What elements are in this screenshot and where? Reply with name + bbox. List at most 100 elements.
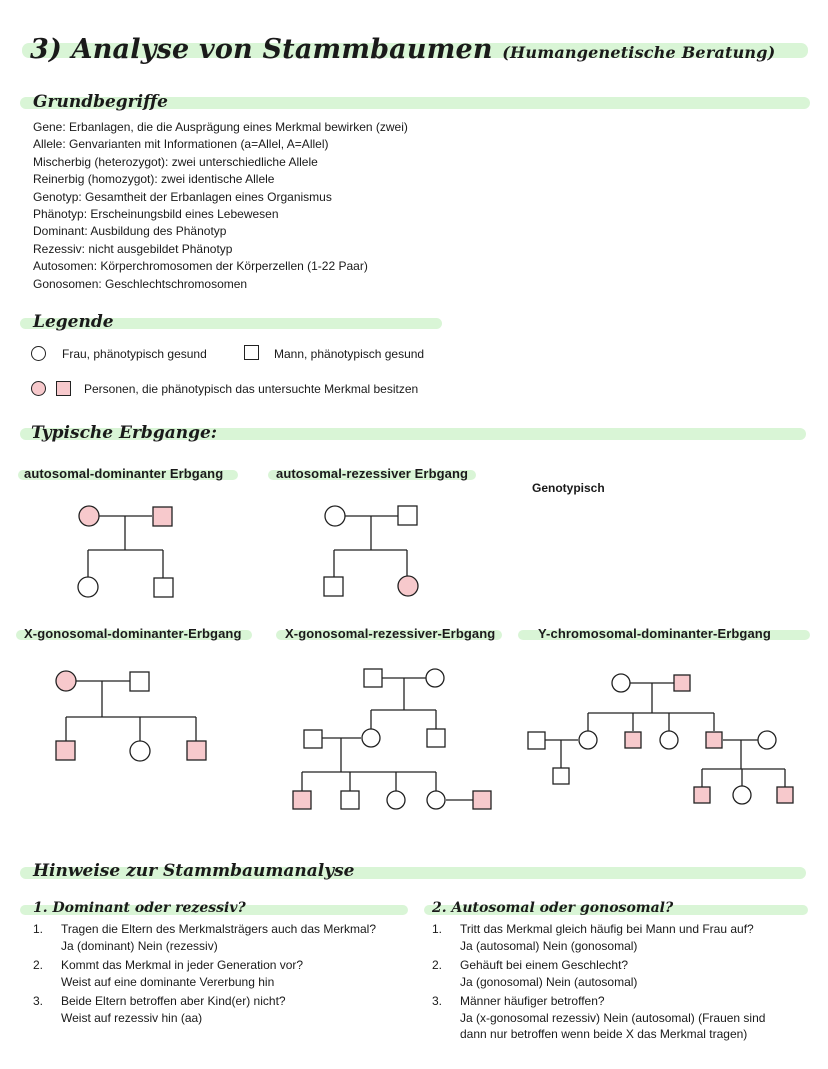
hint-item: 1. Tragen die Eltern des Merkmalsträgers… [33, 921, 413, 954]
pedigree-title-autosomal-dominant: autosomal-dominanter Erbgang [24, 466, 224, 481]
pedigree-female [757, 730, 777, 750]
hint-item: 3. Beide Eltern betroffen aber Kind(er) … [33, 993, 413, 1026]
male-healthy-label: Mann, phänotypisch gesund [274, 347, 425, 361]
hint-answer: Ja (autosomal) Nein (gonosomal) [460, 938, 638, 953]
male-healthy-symbol [244, 345, 259, 360]
hint-right-heading: 2. Autosomal oder gonosomal? [432, 900, 674, 916]
male-affected-symbol [56, 381, 71, 396]
pedigree-female [361, 728, 381, 748]
definitions-list: Gene: Erbanlagen, die die Ausprägung ein… [33, 119, 408, 293]
female-healthy-label: Frau, phänotypisch gesund [62, 347, 207, 361]
pedigree-female [659, 730, 679, 750]
genotypisch-note: Genotypisch [532, 481, 605, 495]
pedigree-male [527, 731, 546, 750]
page-title-sub: (Humangenetische Beratung) [502, 43, 776, 62]
pedigree-title-highlight [18, 470, 238, 480]
pedigree-female-affected [78, 505, 100, 527]
pedigree-title-highlight [276, 630, 502, 640]
title-highlight [22, 43, 808, 58]
pedigree-female [578, 730, 598, 750]
pedigree-male [426, 728, 446, 748]
pedigree-autosomal-recessive [323, 505, 419, 597]
hinweise-heading: Hinweise zur Stammbaumanalyse [33, 861, 355, 881]
pedigree-x-dominant [55, 670, 207, 762]
definition-item: Autosomen: Körperchromosomen der Körperz… [33, 259, 368, 274]
hint-answer: Weist auf eine dominante Vererbung hin [61, 974, 275, 989]
pedigree-male [153, 577, 174, 598]
pedigree-title-y-dominant: Y-chromosomal-dominanter-Erbgang [538, 626, 771, 641]
hint-right-highlight [424, 905, 808, 915]
hint-question: Kommt das Merkmal in jeder Generation vo… [61, 958, 304, 972]
pedigree-female [386, 790, 406, 810]
hint-item: 1. Tritt das Merkmal gleich häufig bei M… [432, 921, 812, 954]
pedigree-male-affected [705, 731, 723, 749]
hint-number: 1. [33, 922, 44, 936]
hint-answer: Ja (x-gonosomal rezessiv) Nein (autosoma… [460, 1010, 766, 1025]
pedigree-title-highlight [16, 630, 252, 640]
hint-answer: Ja (gonosomal) Nein (autosomal) [460, 974, 638, 989]
hint-right-list: 1. Tritt das Merkmal gleich häufig bei M… [432, 921, 812, 1046]
hint-number: 2. [33, 958, 44, 972]
definition-item: Mischerbig (heterozygot): zwei unterschi… [33, 154, 318, 169]
hint-item: 3. Männer häufiger betroffen? Ja (x-gono… [432, 993, 812, 1043]
hint-number: 3. [432, 994, 443, 1008]
pedigree-y-dominant [527, 673, 794, 805]
pedigree-title-highlight [518, 630, 810, 640]
hint-question: Gehäuft bei einem Geschlecht? [460, 958, 629, 972]
pedigree-female [77, 576, 99, 598]
affected-label: Personen, die phänotypisch das untersuch… [84, 382, 419, 396]
pedigree-female-affected [397, 575, 419, 597]
female-healthy-symbol [31, 346, 46, 361]
pedigree-male-affected [152, 506, 173, 527]
definition-item: Gonosomen: Geschlechtschromosomen [33, 276, 248, 291]
female-affected-symbol [31, 381, 46, 396]
definition-item: Reinerbig (homozygot): zwei identische A… [33, 172, 275, 187]
pedigree-male [340, 790, 360, 810]
pedigree-female [611, 673, 631, 693]
pedigree-female [732, 785, 752, 805]
hint-answer-continued: dann nur betroffen wenn beide X das Merk… [460, 1027, 748, 1041]
hint-number: 1. [432, 922, 443, 936]
hint-left-heading: 1. Dominant oder rezessiv? [33, 900, 246, 916]
pedigree-male [323, 576, 344, 597]
hint-number: 3. [33, 994, 44, 1008]
hint-answer: Ja (dominant) Nein (rezessiv) [61, 938, 218, 953]
pedigree-autosomal-dominant [77, 505, 174, 598]
pedigree-female-affected [55, 670, 77, 692]
pedigree-title-highlight [268, 470, 476, 480]
hint-question: Tritt das Merkmal gleich häufig bei Mann… [460, 922, 754, 936]
hint-question: Männer häufiger betroffen? [460, 994, 605, 1008]
pedigree-female [324, 505, 346, 527]
pedigree-male [397, 505, 418, 526]
pedigree-female [426, 790, 446, 810]
definition-item: Dominant: Ausbildung des Phänotyp [33, 224, 227, 239]
pedigree-title-x-dominant: X-gonosomal-dominanter-Erbgang [24, 626, 242, 641]
pedigree-male-affected [55, 740, 76, 761]
legende-heading: Legende [33, 312, 114, 332]
pedigree-female [425, 668, 445, 688]
pedigree-male [552, 767, 570, 785]
definition-item: Gene: Erbanlagen, die die Ausprägung ein… [33, 120, 408, 134]
hint-item: 2. Gehäuft bei einem Geschlecht? Ja (gon… [432, 957, 812, 990]
pedigree-female [129, 740, 151, 762]
hint-left-list: 1. Tragen die Eltern des Merkmalsträgers… [33, 921, 413, 1029]
page-title: 3) Analyse von Stammbaumen (Humangenetis… [30, 34, 775, 65]
pedigree-male [303, 729, 323, 749]
hint-left-highlight [20, 905, 408, 915]
erbgaenge-highlight [20, 428, 806, 440]
grundbegriffe-highlight [20, 97, 810, 109]
hint-answer: Weist auf rezessiv hin (aa) [61, 1010, 203, 1025]
legende-highlight [20, 318, 442, 329]
definition-item: Allele: Genvarianten mit Informationen (… [33, 137, 329, 152]
definition-item: Rezessiv: nicht ausgebildet Phänotyp [33, 241, 233, 256]
grundbegriffe-heading: Grundbegriffe [33, 92, 168, 112]
hint-item: 2. Kommt das Merkmal in jeder Generation… [33, 957, 413, 990]
hint-number: 2. [432, 958, 443, 972]
pedigree-male-affected [292, 790, 312, 810]
definition-item: Phänotyp: Erscheinungsbild eines Lebewes… [33, 207, 279, 222]
pedigree-male [129, 671, 150, 692]
pedigree-male-affected [472, 790, 492, 810]
pedigree-male-affected [673, 674, 691, 692]
pedigree-male-affected [624, 731, 642, 749]
page-title-main: 3) Analyse von Stammbaumen [30, 34, 493, 65]
